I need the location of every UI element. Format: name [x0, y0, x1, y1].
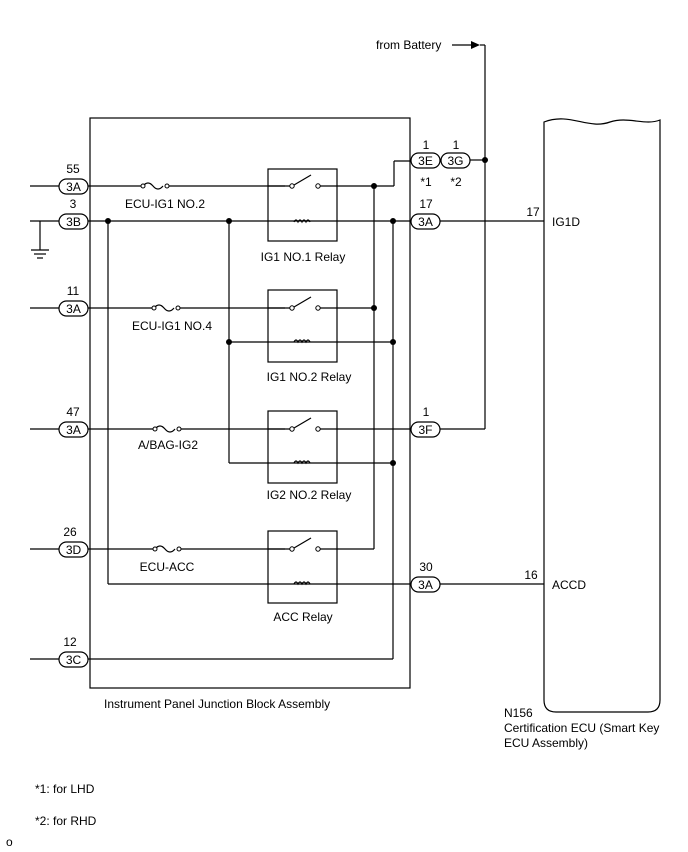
fuse-terminal — [152, 426, 158, 432]
connector-3e — [410, 152, 441, 169]
relay-label: IG1 NO.1 Relay — [261, 250, 346, 264]
connector-label: 3A — [418, 215, 433, 229]
switch-blade — [293, 174, 312, 186]
relay-box — [267, 410, 338, 484]
pin-number: 55 — [66, 162, 80, 176]
fuse-icon — [154, 425, 176, 433]
fuse-terminal — [176, 546, 182, 552]
fuse-terminal — [164, 183, 170, 189]
junction-block-outline — [89, 117, 411, 689]
connector-label: 3F — [418, 423, 432, 437]
connector-note: *1 — [420, 175, 432, 189]
pin-number: 47 — [66, 405, 80, 419]
ecu-pin-number: 17 — [526, 205, 540, 219]
connector-label: 3A — [66, 302, 81, 316]
connector-label: 3D — [66, 543, 82, 557]
coil-icon — [293, 581, 311, 586]
switch-contact — [289, 546, 295, 552]
junction-block-label: Instrument Panel Junction Block Assembly — [104, 697, 330, 711]
switch-contact — [315, 546, 321, 552]
ecu-name-line2: ECU Assembly) — [504, 736, 588, 750]
ecu-code: N156 — [504, 706, 533, 720]
pin-number: 26 — [63, 525, 77, 539]
pin-number: 1 — [423, 138, 430, 152]
relay-label: ACC Relay — [273, 610, 332, 624]
switch-contact — [315, 183, 321, 189]
connector-note: *2 — [450, 175, 462, 189]
relay-label: IG2 NO.2 Relay — [267, 488, 352, 502]
switch-contact — [289, 426, 295, 432]
relay-label: IG1 NO.2 Relay — [267, 370, 352, 384]
fuse-label: A/BAG-IG2 — [138, 438, 198, 452]
pin-number: 3 — [70, 197, 77, 211]
switch-blade — [293, 537, 312, 549]
fuse-terminal — [176, 426, 182, 432]
battery-arrow-head — [471, 41, 480, 49]
connector-label: 3G — [447, 154, 463, 168]
relay-box — [267, 289, 338, 363]
switch-blade — [293, 296, 312, 308]
coil-icon — [293, 339, 311, 344]
fuse-label: ECU-IG1 NO.4 — [132, 319, 212, 333]
connector-label: 3C — [66, 653, 82, 667]
connector-label: 3A — [66, 180, 81, 194]
connector-label: 3B — [66, 215, 81, 229]
pin-number: 30 — [419, 560, 433, 574]
ecu-terminal-name: ACCD — [552, 578, 586, 592]
junction-dot — [390, 218, 396, 224]
fuse-terminal — [140, 183, 146, 189]
fuse-terminal — [151, 305, 157, 311]
coil-icon — [293, 219, 311, 224]
connector-label: 3A — [66, 423, 81, 437]
pin-number: 1 — [453, 138, 460, 152]
fuse-label: ECU-ACC — [140, 560, 195, 574]
note-lhd: *1: for LHD — [35, 782, 95, 796]
fuse-terminal — [175, 305, 181, 311]
connector-label: 3A — [418, 578, 433, 592]
switch-blade — [293, 417, 312, 429]
fuse-icon — [154, 545, 176, 553]
switch-contact — [289, 183, 295, 189]
switch-contact — [315, 305, 321, 311]
fuse-terminal — [152, 546, 158, 552]
pin-number: 1 — [423, 405, 430, 419]
switch-contact — [289, 305, 295, 311]
pin-number: 11 — [67, 284, 80, 298]
battery-label: from Battery — [376, 38, 441, 52]
fuse-icon — [153, 304, 175, 312]
switch-contact — [315, 426, 321, 432]
relay-box — [267, 168, 338, 242]
pin-number: 12 — [63, 635, 77, 649]
corner-mark: o — [6, 835, 13, 849]
pin-number: 17 — [419, 197, 433, 211]
fuse-label: ECU-IG1 NO.2 — [125, 197, 205, 211]
connector-label: 3E — [418, 154, 433, 168]
relay-box — [267, 530, 338, 604]
ecu-terminal-name: IG1D — [552, 215, 580, 229]
ecu-name-line1: Certification ECU (Smart Key — [504, 721, 659, 735]
coil-icon — [293, 460, 311, 465]
ecu-pin-number: 16 — [524, 568, 538, 582]
ecu-outline — [543, 118, 661, 713]
fuse-icon — [142, 182, 164, 190]
note-rhd: *2: for RHD — [35, 814, 97, 828]
